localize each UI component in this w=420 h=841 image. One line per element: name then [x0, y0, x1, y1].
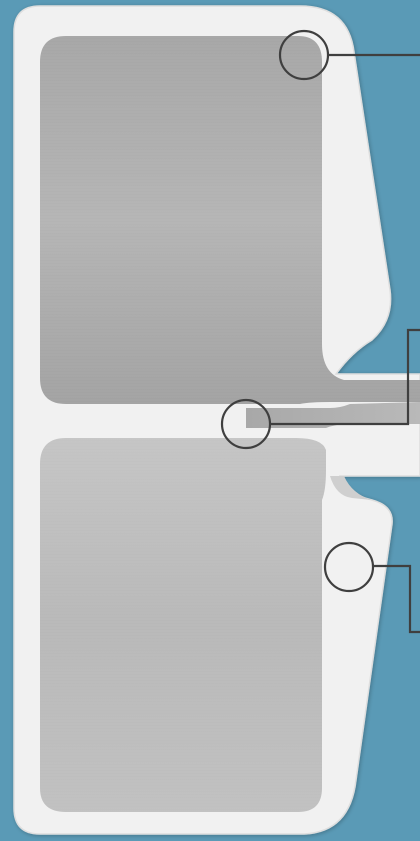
upper-panel-texture	[40, 36, 420, 404]
callout-center-joint-leader	[270, 328, 420, 426]
joint-strip	[246, 402, 420, 428]
callout-lower-flange-leader	[373, 564, 420, 634]
callout-lower-flange	[323, 541, 420, 634]
lower-panel-texture	[40, 438, 326, 812]
callout-top-corner	[278, 29, 420, 81]
callout-center-joint	[220, 328, 420, 450]
lower-notch	[330, 476, 372, 500]
